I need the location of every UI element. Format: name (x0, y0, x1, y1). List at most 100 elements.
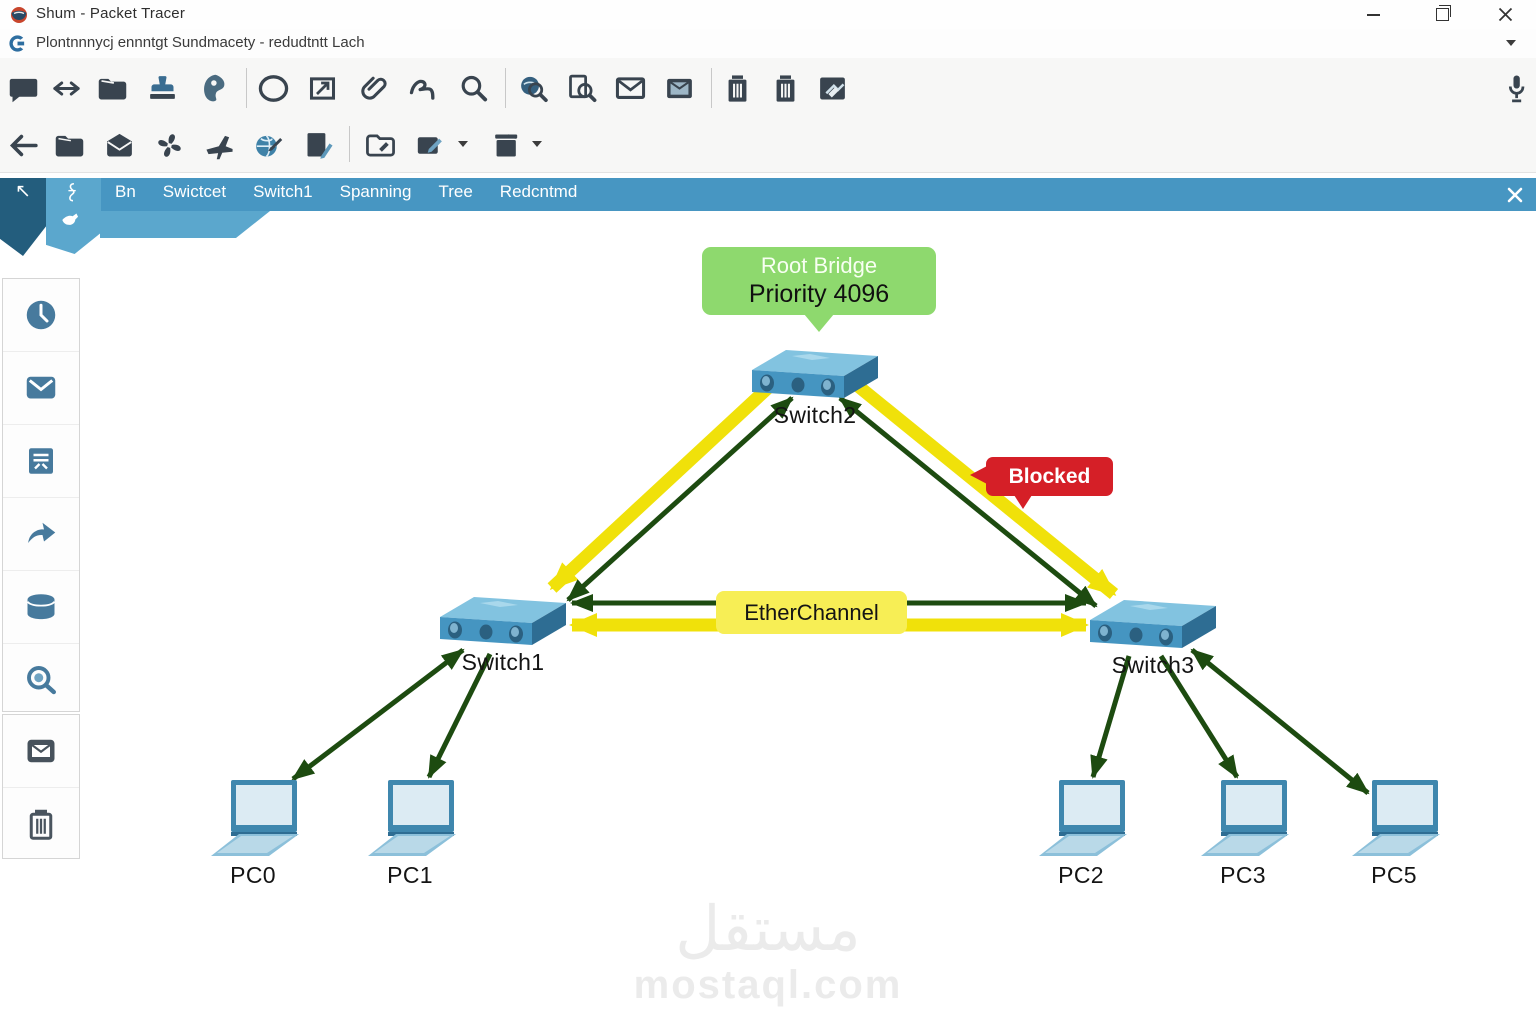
sidebar-item-undo[interactable] (3, 498, 79, 571)
root-bridge-callout[interactable]: Root Bridge Priority 4096 (702, 247, 936, 315)
etherchannel-label: EtherChannel (744, 599, 879, 625)
paperclip-icon[interactable] (352, 66, 396, 110)
etherchannel-callout[interactable]: EtherChannel (716, 591, 907, 634)
tab-item-2[interactable]: Switch1 (253, 182, 313, 201)
menu-overflow-button[interactable] (1506, 40, 1516, 46)
device-label: Switch1 (461, 649, 545, 675)
stamp-icon[interactable] (140, 66, 184, 110)
zoom-document-icon[interactable] (559, 66, 603, 110)
tab-item-1[interactable]: Swictcet (162, 182, 227, 201)
chevron-down-icon (532, 141, 542, 147)
chevron-down-icon (458, 141, 468, 147)
sidebar-item-inspect[interactable] (3, 644, 79, 716)
tab-item-3[interactable]: Spanning (339, 182, 412, 201)
sidebar-item-mail[interactable] (3, 352, 79, 425)
close-icon (1507, 187, 1523, 203)
envelope-icon[interactable] (608, 66, 652, 110)
device-label: PC3 (1220, 862, 1266, 888)
note-tool-icon[interactable] (1, 66, 45, 110)
image-mail-icon[interactable] (657, 66, 701, 110)
draw-globe-icon[interactable] (246, 123, 290, 167)
resize-arrow-icon[interactable] (44, 66, 88, 110)
main-toolbar (0, 58, 1536, 119)
tab-close-button[interactable] (1503, 183, 1527, 207)
device-pc5[interactable]: PC5 (1348, 778, 1440, 889)
folder-open-icon[interactable] (90, 66, 134, 110)
close-icon (1498, 7, 1512, 22)
close-button[interactable] (1490, 4, 1520, 25)
sidebar-item-trash[interactable] (3, 788, 79, 860)
blocked-label: Blocked (1008, 464, 1091, 488)
trash-icon[interactable] (763, 66, 807, 110)
title-bar (0, 0, 1536, 30)
maximize-button[interactable] (1427, 4, 1457, 25)
paste-swirl-icon[interactable] (190, 66, 234, 110)
laptop-icon (368, 780, 456, 856)
minimize-icon (1366, 13, 1380, 16)
undo-arrow-icon (28, 522, 56, 543)
tab-item-0[interactable]: Bn (115, 182, 136, 201)
add-folder-icon[interactable] (358, 123, 402, 167)
cursor-arrow-icon: ↖ (15, 181, 31, 202)
root-bridge-title: Root Bridge (760, 253, 878, 278)
toolbar-divider (246, 68, 247, 108)
delete-icon[interactable] (715, 66, 759, 110)
inspect-icon (27, 666, 56, 695)
tab-item-5[interactable]: Redcntmd (499, 182, 578, 201)
zoom-in-icon[interactable] (511, 66, 555, 110)
blocked-callout[interactable]: Blocked (970, 457, 1113, 509)
image-mail-icon (27, 739, 55, 763)
package-icon[interactable] (483, 123, 527, 167)
root-bridge-priority: Priority 4096 (748, 280, 890, 308)
sidebar-item-image-mail[interactable] (3, 715, 79, 788)
device-switch2[interactable]: Switch2 (751, 334, 879, 429)
sidebar-group-top (2, 278, 80, 712)
freehand-tool-icon[interactable] (400, 66, 444, 110)
packet-tracer-logo-icon (9, 35, 25, 52)
magnifier-icon[interactable] (451, 66, 495, 110)
crop-tool-icon[interactable] (300, 66, 344, 110)
compass-icon (26, 300, 56, 330)
device-edit-dropdown[interactable] (458, 141, 468, 147)
window-title: Shum - Packet Tracer (36, 5, 186, 22)
minimize-button[interactable] (1358, 4, 1388, 25)
device-pc1[interactable]: PC1 (364, 778, 456, 889)
device-edit-icon[interactable] (407, 123, 451, 167)
device-pc2[interactable]: PC2 (1035, 778, 1127, 889)
fan-icon[interactable] (147, 123, 191, 167)
package-dropdown[interactable] (532, 141, 542, 147)
device-pc3[interactable]: PC3 (1197, 778, 1289, 889)
sidebar-group-bottom (2, 714, 80, 859)
tab-extension (100, 211, 270, 238)
device-label: Switch3 (1111, 652, 1195, 678)
device-switch3[interactable]: Switch3 (1089, 584, 1217, 679)
switch-icon (1090, 600, 1216, 648)
tab-item-group: Bn Swictcet Switch1 Spanning Tree Redcnt… (115, 182, 577, 202)
folder-icon[interactable] (47, 123, 91, 167)
toolbar-divider (349, 126, 350, 162)
open-envelope-icon[interactable] (97, 123, 141, 167)
watermark: مستقل mostaql.com (0, 895, 1536, 1005)
menu-bar (0, 29, 1536, 59)
microphone-icon[interactable] (1494, 66, 1536, 110)
device-label: PC0 (230, 862, 276, 888)
device-label: Switch2 (773, 402, 857, 428)
jet-icon[interactable] (197, 123, 241, 167)
document-icon (29, 448, 53, 474)
toolbar-divider (711, 68, 712, 108)
trash-icon (29, 809, 53, 840)
sidebar-item-document[interactable] (3, 425, 79, 498)
image-edit-icon[interactable] (810, 66, 854, 110)
laptop-icon (1201, 780, 1289, 856)
sidebar-item-compass[interactable] (3, 279, 79, 352)
device-pc0[interactable]: PC0 (207, 778, 299, 889)
back-arrow-icon[interactable] (1, 123, 45, 167)
ellipse-tool-icon[interactable] (251, 66, 295, 110)
switch-icon (752, 350, 878, 398)
note-edit-icon[interactable] (296, 123, 340, 167)
device-switch1[interactable]: Switch1 (439, 581, 567, 676)
tab-item-4[interactable]: Tree (438, 182, 473, 201)
laptop-icon (1352, 780, 1440, 856)
sidebar-item-database[interactable] (3, 571, 79, 644)
select-cursor-tab[interactable]: ↖ (0, 178, 46, 256)
